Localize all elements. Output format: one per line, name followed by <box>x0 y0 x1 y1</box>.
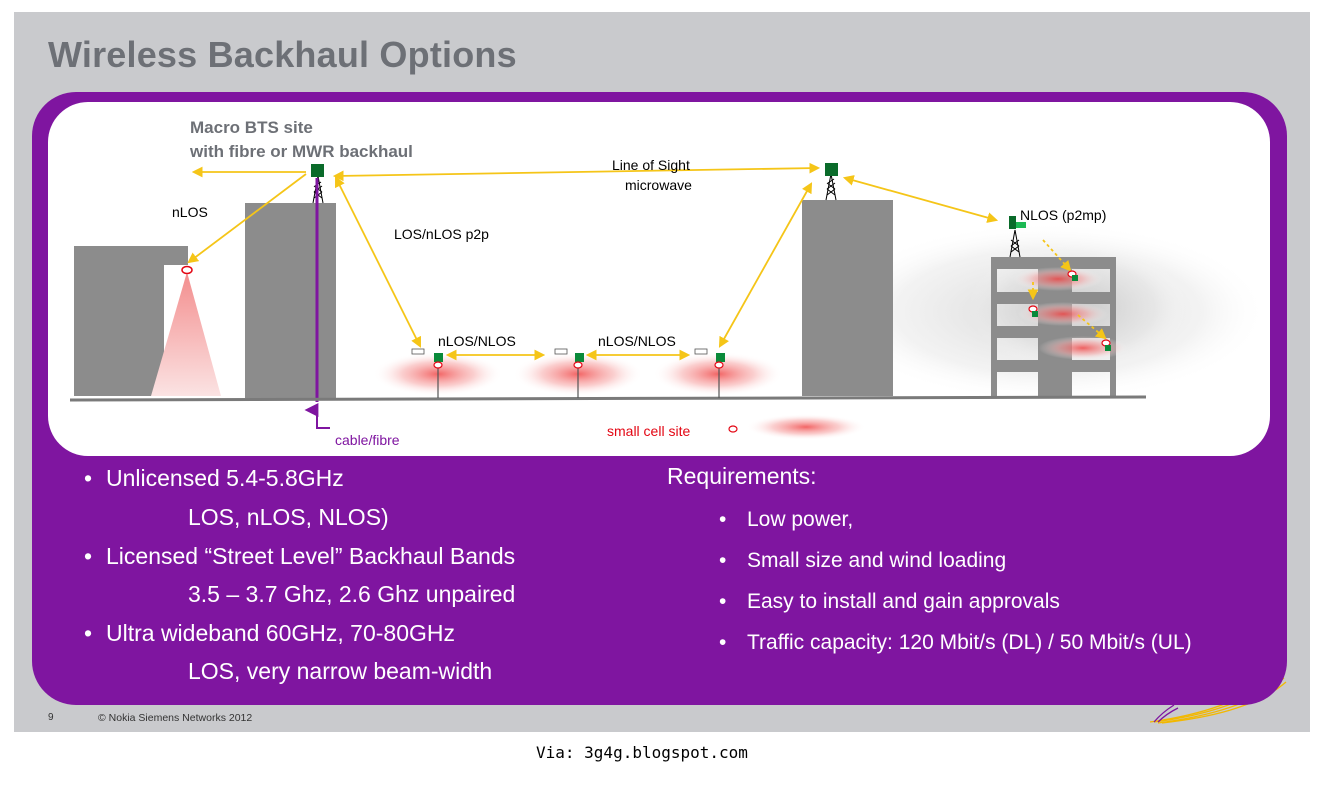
los-nlos-p2p-label: LOS/nLOS p2p <box>394 226 489 242</box>
building-macro <box>245 203 336 398</box>
coverage-cone <box>151 272 221 396</box>
bullet-ultra-wideband: Ultra wideband 60GHz, 70-80GHz <box>84 620 455 647</box>
diagram-panel: Macro BTS site with fibre or MWR backhau… <box>48 102 1270 456</box>
building-right <box>802 200 893 396</box>
p2mp-dotted-links <box>1027 239 1107 340</box>
macro-bts-label-1: Macro BTS site <box>190 118 313 137</box>
p2mp-antenna-icon <box>1009 216 1016 229</box>
legend-small-cell-icon <box>728 425 738 433</box>
bullet-unlicensed-detail: LOS, nLOS, NLOS) <box>188 504 389 530</box>
page-number: 9 <box>48 712 54 723</box>
radio-links <box>187 162 999 361</box>
requirements-title: Requirements: <box>667 463 817 489</box>
right-tower-icon <box>825 173 837 201</box>
nlos-p2mp-label: NLOS (p2mp) <box>1020 207 1106 223</box>
macro-bts-label-2: with fibre or MWR backhaul <box>189 142 413 161</box>
ground-line <box>69 395 1147 402</box>
nlos-nlos-label-2: nLOS/NLOS <box>598 333 676 349</box>
bullet-licensed: Licensed “Street Level” Backhaul Bands <box>84 543 515 570</box>
p2mp-tower-icon <box>1009 229 1021 258</box>
line-of-sight-label-1: Line of Sight <box>612 157 690 173</box>
street-cell-2 <box>513 348 643 398</box>
small-cell-left <box>181 265 193 275</box>
small-cell-site-label: small cell site <box>607 423 690 439</box>
via-credit: Via: 3g4g.blogspot.com <box>536 743 748 762</box>
street-cell-1 <box>373 348 503 398</box>
requirement-small-size: Small size and wind loading <box>719 549 1006 573</box>
cable-fibre-label: cable/fibre <box>335 432 400 448</box>
macro-antenna-icon <box>311 164 324 177</box>
p2mp-antenna-icon-2 <box>1016 222 1026 228</box>
copyright: © Nokia Siemens Networks 2012 <box>98 712 253 724</box>
line-of-sight-label-2: microwave <box>625 177 692 193</box>
nlos-nlos-label-1: nLOS/NLOS <box>438 333 516 349</box>
nlos-left-label: nLOS <box>172 204 208 220</box>
requirement-easy-install: Easy to install and gain approvals <box>719 590 1060 614</box>
legend-glow-icon <box>746 414 866 440</box>
bullet-ultra-wideband-detail: LOS, very narrow beam-width <box>188 658 493 684</box>
floor-cells <box>1028 270 1111 351</box>
floor-glow-3 <box>1038 336 1128 360</box>
bullet-licensed-detail: 3.5 – 3.7 Ghz, 2.6 Ghz unpaired <box>188 581 516 607</box>
right-antenna-icon <box>825 163 838 176</box>
requirement-low-power: Low power, <box>719 508 853 532</box>
backhaul-diagram: Macro BTS site with fibre or MWR backhau… <box>69 118 1268 448</box>
street-cell-3 <box>653 348 783 398</box>
bullet-unlicensed: Unlicensed 5.4-5.8GHz <box>84 465 344 492</box>
floor-glow-1 <box>1013 267 1103 291</box>
building-left <box>74 246 188 396</box>
floor-glow-2 <box>1018 302 1108 326</box>
slide-title: Wireless Backhaul Options <box>48 34 517 75</box>
requirement-traffic-capacity: Traffic capacity: 120 Mbit/s (DL) / 50 M… <box>719 631 1192 655</box>
cable-fibre-arrow <box>304 403 330 429</box>
